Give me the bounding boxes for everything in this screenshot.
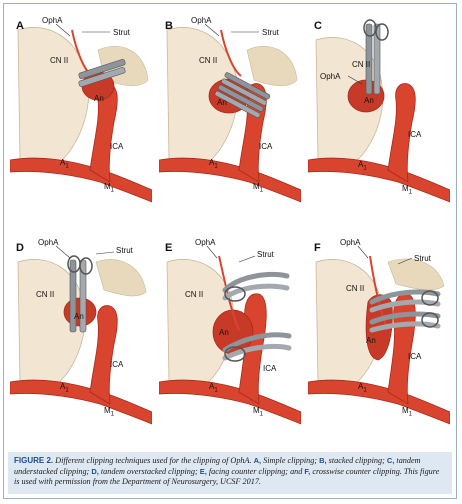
panel-c: C OphA CN II An ICA A1 M1 [308, 10, 450, 217]
caption-text-a: Simple clipping; [261, 456, 320, 465]
panel-a-a1-label: A1 [60, 158, 69, 170]
panel-b-ica-label: ICA [259, 142, 273, 151]
panel-b-an-label: An [217, 98, 227, 107]
panel-c-opha-label: OphA [320, 72, 341, 81]
panel-e: E OphA Strut CN II An ICA A1 M1 [159, 232, 301, 439]
panel-d-ica-label: ICA [110, 360, 124, 369]
panel-d-cn2-label: CN II [36, 290, 55, 299]
panel-c-label: C [314, 20, 322, 32]
panel-d-strut-label: Strut [116, 246, 133, 255]
panel-f-an-label: An [366, 336, 376, 345]
panel-f-m1-label: M1 [402, 406, 413, 418]
panel-d: D OphA Strut CN II An ICA A1 M1 [10, 232, 152, 439]
panel-f-strut-label: Strut [414, 254, 431, 263]
panel-a-strut-label: Strut [113, 28, 130, 37]
panel-c-ica-label: ICA [408, 130, 422, 139]
caption-text-d: tandem overstacked clipping; [98, 466, 200, 476]
caption-text-b: stacked clipping; [326, 456, 387, 465]
panel-d-opha-label: OphA [38, 238, 59, 247]
panel-e-an-label: An [219, 328, 229, 337]
panel-c-m1-label: M1 [402, 184, 413, 196]
panel-a-label: A [16, 20, 24, 32]
panel-b-a1-label: A1 [209, 158, 218, 170]
panel-e-a1-label: A1 [209, 382, 218, 394]
panel-b-opha-label: OphA [191, 16, 212, 25]
panel-c-cn2-label: CN II [352, 60, 371, 69]
panel-b-m1-label: M1 [253, 182, 264, 194]
panel-f-cn2-label: CN II [346, 284, 365, 293]
panel-d-label: D [16, 242, 24, 254]
panel-e-label: E [165, 242, 173, 254]
panel-f: F OphA Strut CN II An ICA A1 M1 [308, 232, 450, 439]
panel-b-strut-label: Strut [262, 28, 279, 37]
panel-e-cn2-label: CN II [185, 290, 204, 299]
panel-e-m1-label: M1 [253, 406, 264, 418]
caption-key-c: C, [386, 456, 395, 465]
panel-a-m1-label: M1 [104, 182, 115, 194]
panel-d-a1-label: A1 [60, 382, 69, 394]
caption-intro: Different clipping techniques used for t… [53, 456, 254, 465]
panel-b-cn2-label: CN II [199, 56, 218, 65]
panel-e-illustration [159, 232, 301, 439]
caption-key-d: D, [91, 466, 99, 476]
caption-title: FIGURE 2. [14, 456, 54, 465]
panel-d-illustration [10, 232, 152, 439]
caption-text-f: crosswise counter clipping. This figure … [14, 466, 440, 487]
panel-b: B OphA Strut CN II An ICA A1 M1 [159, 10, 301, 217]
panel-a-opha-label: OphA [42, 16, 63, 25]
panel-c-illustration [308, 10, 450, 217]
panel-f-label: F [314, 242, 321, 254]
panel-e-ica-label: ICA [263, 364, 277, 373]
panel-a-ica-label: ICA [110, 142, 124, 151]
panel-b-illustration [159, 10, 301, 217]
caption-key-a: A, [253, 456, 262, 465]
caption-key-b: B, [319, 456, 327, 465]
panel-d-an-label: An [74, 312, 84, 321]
panel-f-opha-label: OphA [340, 238, 361, 247]
panel-f-ica-label: ICA [408, 352, 422, 361]
panel-a-illustration [10, 10, 152, 217]
figure-caption: FIGURE 2. Different clipping techniques … [8, 452, 452, 494]
caption-key-e: E, [199, 466, 207, 476]
panel-f-illustration [308, 232, 450, 439]
panel-c-a1-label: A1 [358, 160, 367, 172]
panel-e-opha-label: OphA [195, 238, 216, 247]
caption-text-c: tandem underst­acked clipping; [14, 456, 421, 476]
panel-a: A OphA Strut CN II An ICA A1 M1 [10, 10, 152, 217]
panel-a-cn2-label: CN II [50, 56, 69, 65]
panel-b-label: B [165, 20, 173, 32]
caption-key-f: F, [304, 466, 311, 476]
panel-a-an-label: An [94, 94, 104, 103]
caption-text-e: facing counter clipping; and [206, 466, 305, 476]
panel-f-a1-label: A1 [358, 382, 367, 394]
panel-c-an-label: An [364, 96, 374, 105]
figure-frame: A OphA Strut CN II An ICA A1 M1 B [3, 3, 457, 499]
panel-d-m1-label: M1 [104, 406, 115, 418]
panel-e-strut-label: Strut [257, 250, 274, 259]
